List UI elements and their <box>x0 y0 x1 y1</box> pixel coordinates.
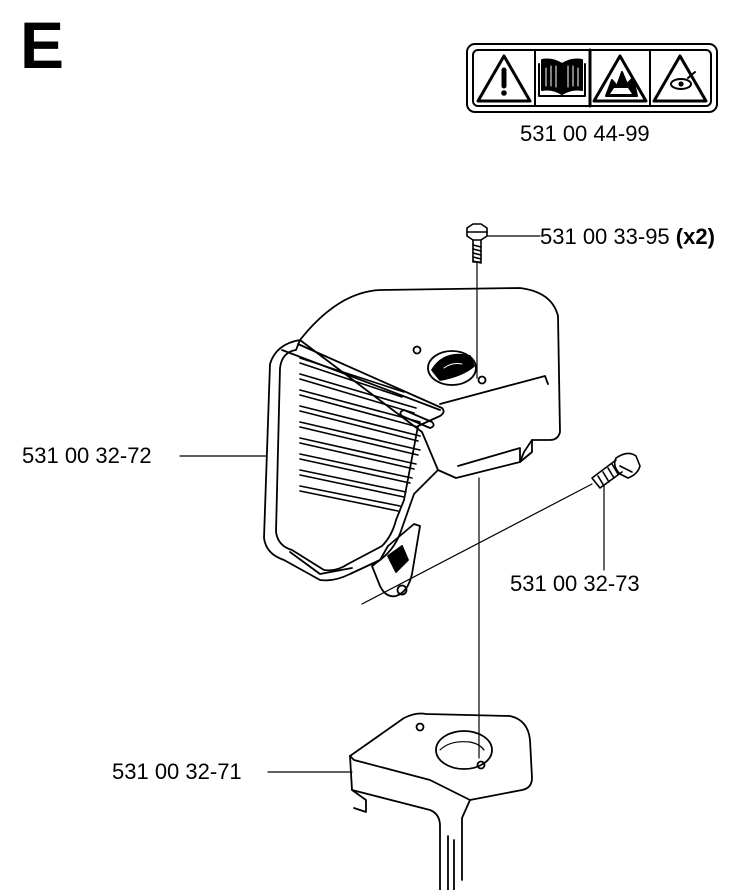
screw-top <box>466 223 488 264</box>
hot-surface-icon <box>592 54 648 103</box>
muffler-shield <box>263 287 561 598</box>
part-qty-screw: (x2) <box>675 224 715 249</box>
safety-decal <box>466 43 718 113</box>
bolt-side <box>591 452 641 489</box>
eye-protection-icon <box>652 54 708 103</box>
part-number-shield: 531 00 32-72 <box>22 443 152 468</box>
section-letter: E <box>20 8 65 82</box>
part-number-bolt: 531 00 32-73 <box>510 571 640 596</box>
alignment-line-bolt <box>361 483 593 605</box>
part-number-bracket: 531 00 32-71 <box>112 759 242 784</box>
warning-icon <box>476 54 532 103</box>
part-number-screw: 531 00 33-95 (x2) <box>540 225 715 249</box>
cooling-fins <box>299 357 421 512</box>
decal-part-number: 531 00 44-99 <box>520 121 650 146</box>
bracket <box>349 712 533 890</box>
part-number-screw-text: 531 00 33-95 <box>540 224 670 249</box>
read-manual-icon <box>538 58 586 97</box>
